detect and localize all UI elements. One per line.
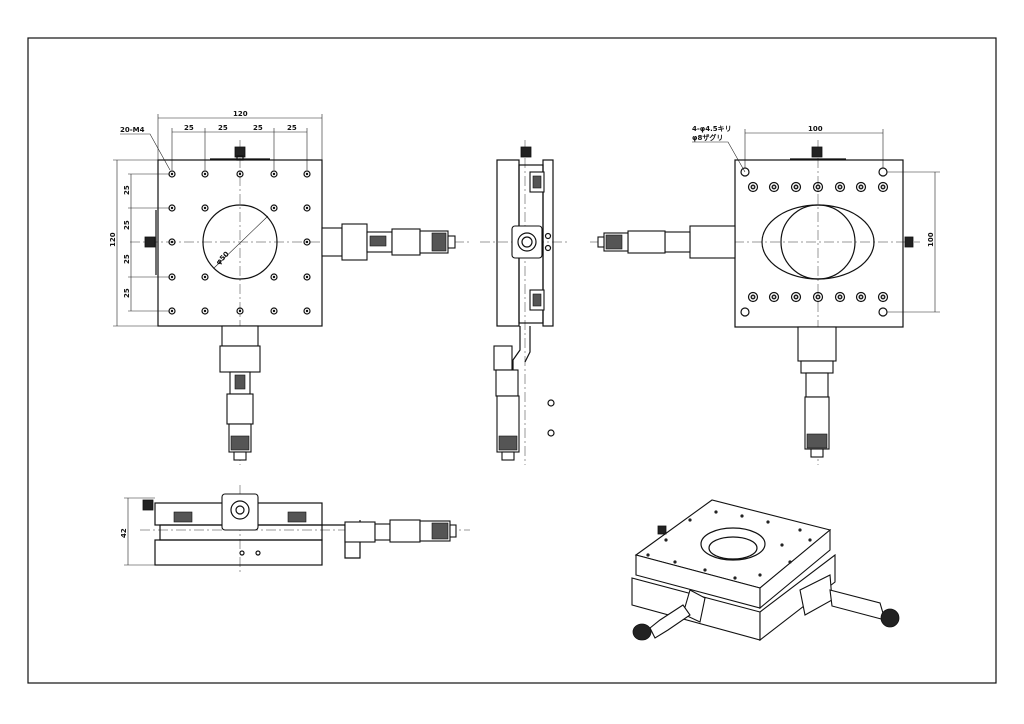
dimension-label: 42: [120, 528, 128, 538]
drawing-frame: [27, 37, 997, 684]
dimension-label: 25: [218, 124, 228, 132]
hole-callout-1: 4-φ4.5キリ: [692, 125, 732, 133]
tapped-holes: [168, 170, 311, 315]
side-view: [480, 140, 570, 465]
dimension-label: 25: [123, 288, 131, 298]
micrometer-y: [219, 325, 261, 461]
micrometer-x: [321, 223, 456, 261]
rear-view: 100 4-φ4.5キリ φ8ザグリ 100: [590, 125, 940, 465]
hole-callout: 20-M4: [120, 126, 145, 134]
iso-micrometer-left: [632, 589, 706, 641]
aperture-circle: [202, 204, 278, 280]
top-view: φ50 120 25 25 25 25 20-M4 120 25 25 25 2…: [109, 110, 470, 465]
dimension-label: 25: [253, 124, 263, 132]
dimension-label: 25: [287, 124, 297, 132]
hole-callout-2: φ8ザグリ: [692, 133, 723, 142]
dimension-label: 25: [184, 124, 194, 132]
dimension-label: 25: [123, 254, 131, 264]
iso-micrometer-right: [799, 574, 900, 628]
aperture-dim: φ50: [214, 250, 231, 267]
front-view: 42: [120, 485, 470, 572]
dimension-label: 120: [109, 232, 117, 247]
dimension-label: 25: [123, 220, 131, 230]
dimension-label: 120: [233, 110, 248, 118]
isometric-view: [631, 499, 900, 642]
dimension-label: 25: [123, 185, 131, 195]
dimension-label: 100: [808, 125, 823, 133]
dimension-label: 100: [927, 232, 935, 247]
